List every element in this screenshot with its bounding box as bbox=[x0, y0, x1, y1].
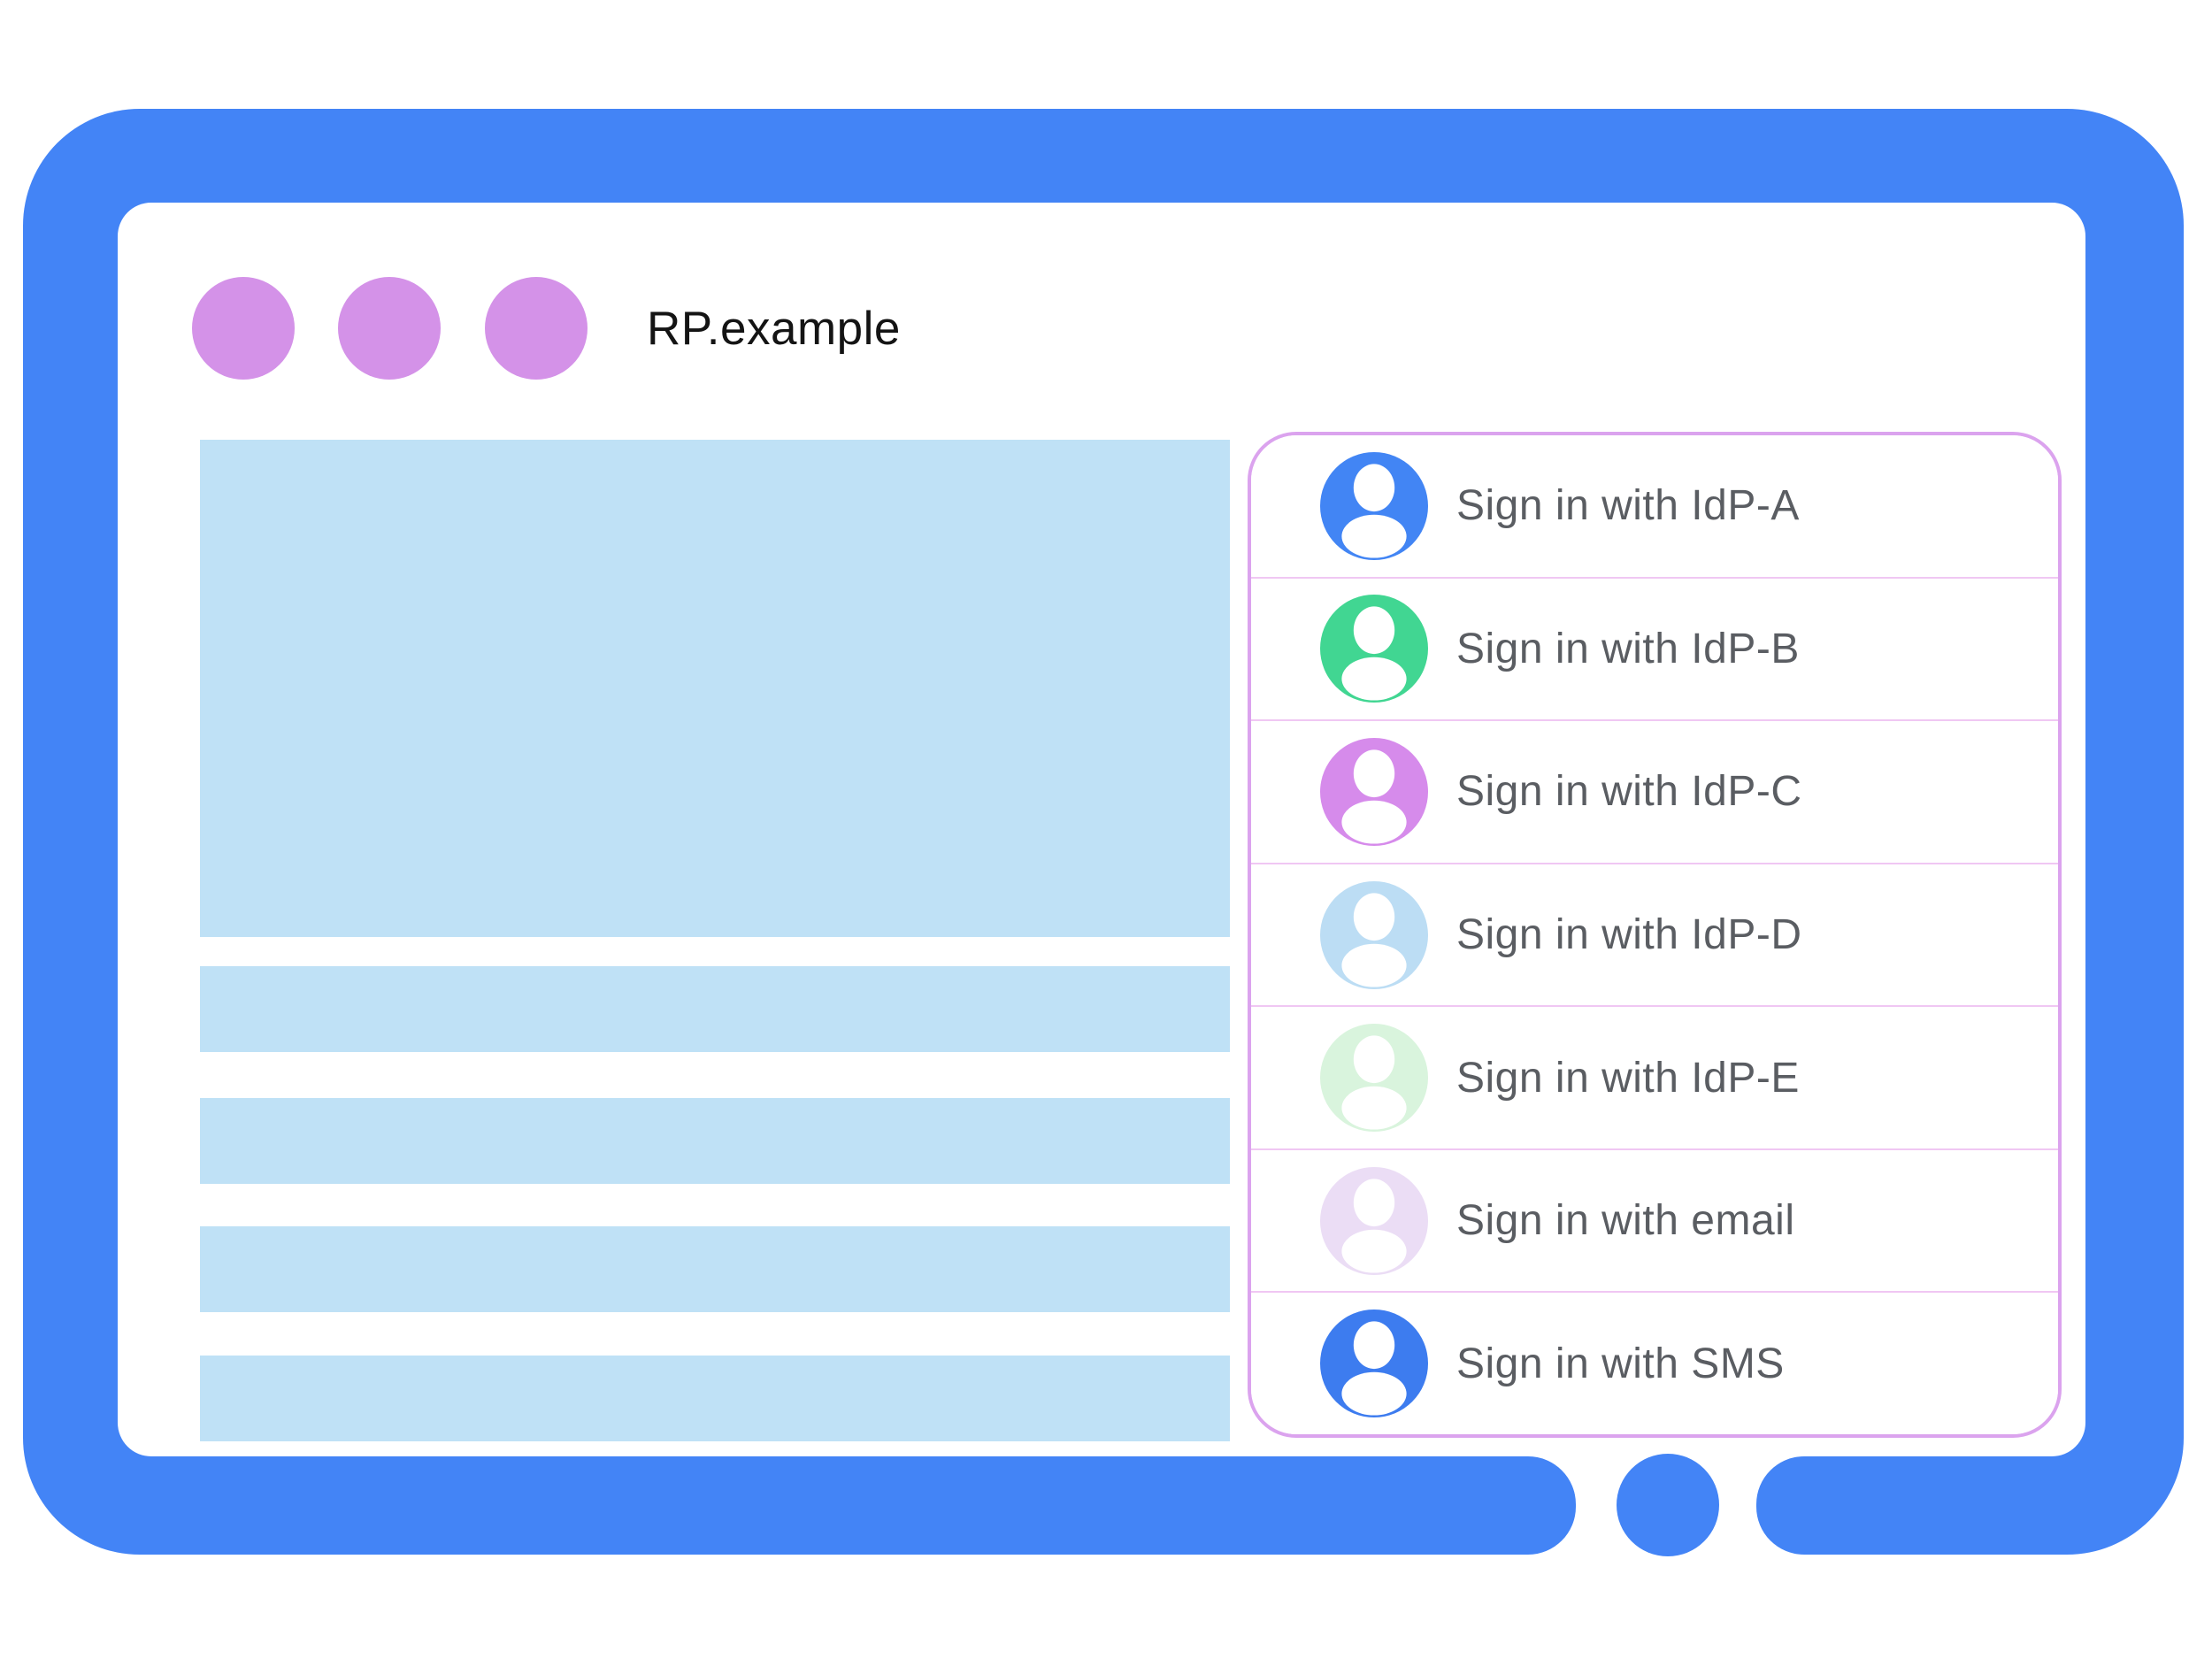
page-title: RP.example bbox=[647, 302, 901, 355]
content-placeholder-bar bbox=[200, 1098, 1230, 1184]
home-button bbox=[1617, 1454, 1719, 1556]
signin-option-label: Sign in with IdP-B bbox=[1456, 625, 1800, 672]
signin-option[interactable]: Sign in with IdP-A bbox=[1251, 435, 2058, 577]
window-control-dot[interactable] bbox=[192, 277, 295, 380]
signin-option-label: Sign in with SMS bbox=[1456, 1340, 1785, 1387]
window-control-dot[interactable] bbox=[485, 277, 588, 380]
person-avatar-icon bbox=[1320, 737, 1428, 846]
content-placeholder-bar bbox=[200, 1226, 1230, 1312]
signin-panel: Sign in with IdP-A Sign in with IdP-B Si… bbox=[1248, 432, 2062, 1438]
frame-bottom-cap-left bbox=[1433, 1456, 1576, 1555]
person-avatar-icon bbox=[1320, 1166, 1428, 1275]
signin-option-label: Sign in with IdP-E bbox=[1456, 1054, 1800, 1102]
person-avatar-icon bbox=[1320, 451, 1428, 560]
person-avatar-icon bbox=[1320, 1024, 1428, 1133]
signin-option[interactable]: Sign in with IdP-C bbox=[1251, 719, 2058, 863]
hero-placeholder bbox=[200, 440, 1230, 937]
content-placeholder-bar bbox=[200, 966, 1230, 1052]
signin-option-label: Sign in with email bbox=[1456, 1197, 1795, 1245]
window-control-dot[interactable] bbox=[338, 277, 441, 380]
signin-option-label: Sign in with IdP-C bbox=[1456, 768, 1802, 816]
signin-option[interactable]: Sign in with IdP-E bbox=[1251, 1005, 2058, 1148]
signin-option-label: Sign in with IdP-A bbox=[1456, 482, 1800, 530]
person-avatar-icon bbox=[1320, 1310, 1428, 1418]
signin-option[interactable]: Sign in with email bbox=[1251, 1148, 2058, 1292]
person-avatar-icon bbox=[1320, 880, 1428, 989]
content-placeholder-bar bbox=[200, 1356, 1230, 1441]
frame-bottom-cap-right bbox=[1756, 1456, 1899, 1555]
signin-option[interactable]: Sign in with IdP-D bbox=[1251, 862, 2058, 1006]
signin-option[interactable]: Sign in with IdP-B bbox=[1251, 576, 2058, 720]
person-avatar-icon bbox=[1320, 595, 1428, 703]
signin-option-label: Sign in with IdP-D bbox=[1456, 911, 1802, 959]
signin-option[interactable]: Sign in with SMS bbox=[1251, 1291, 2058, 1434]
